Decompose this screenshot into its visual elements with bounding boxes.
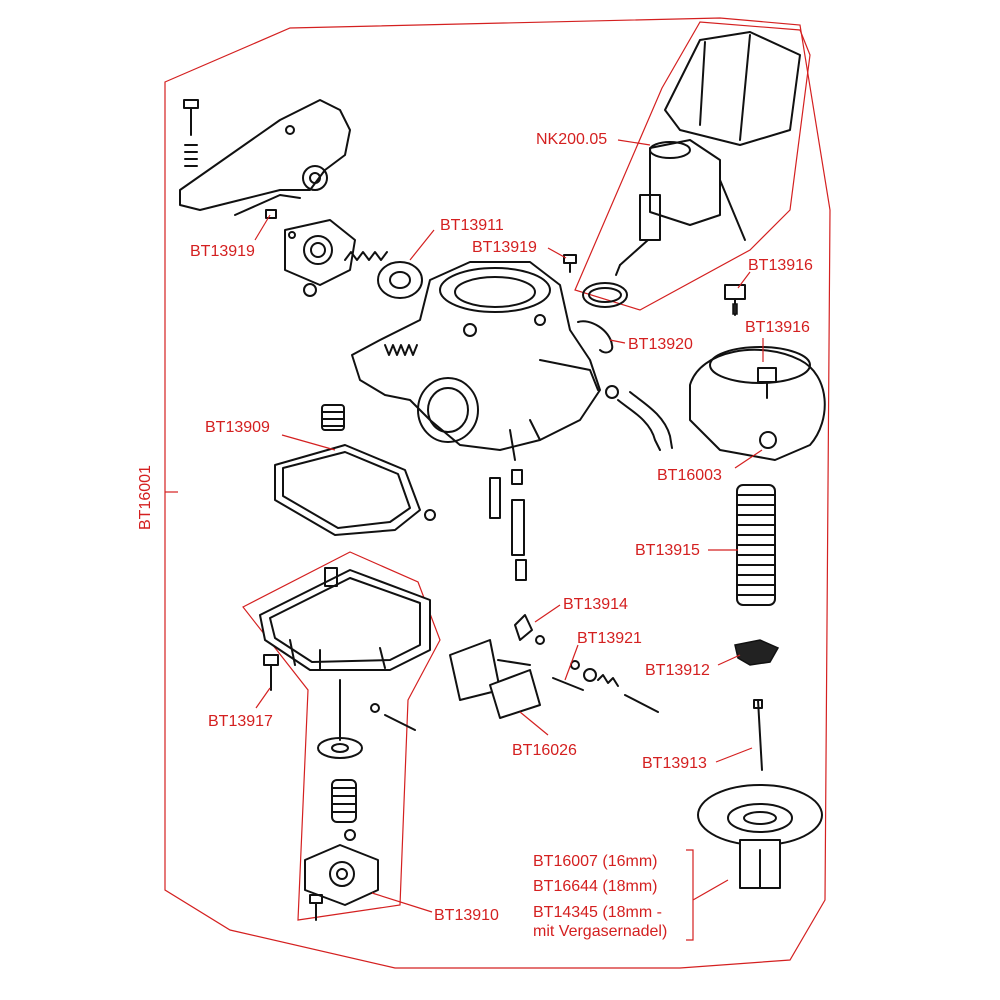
leader-bt13909 [281, 434, 336, 451]
leader-bt16026 [519, 711, 549, 736]
label-bt13911: BT13911 [440, 217, 504, 234]
bowl-screw-bt13917 [263, 654, 279, 691]
assembly-boundary [164, 17, 831, 969]
idle-screw [370, 703, 416, 731]
leader-bt13910 [371, 892, 433, 913]
carburetor-body [351, 261, 601, 461]
label-bt13920: BT13920 [628, 336, 693, 353]
label-bt14345-line2: mit Vergasernadel) [533, 923, 667, 940]
label-bt13916-a: BT13916 [748, 257, 813, 274]
leader-bt13916-a [737, 271, 751, 289]
leader-bt13920 [609, 339, 626, 344]
top-screw-bt13916-a [724, 284, 746, 316]
label-bt13910: BT13910 [434, 907, 499, 924]
clip-ring-bt13920 [577, 320, 614, 354]
label-bt16644: BT16644 (18mm) [533, 878, 658, 895]
label-bt13915: BT13915 [635, 542, 700, 559]
leader-bt13921 [564, 644, 579, 681]
leader-nk200-05 [617, 139, 651, 146]
label-bt13919-a: BT13919 [190, 243, 255, 260]
side-screw-bt13919 [563, 254, 577, 273]
leader-bt13913 [715, 747, 753, 763]
slide-spring-bt13915 [736, 484, 776, 606]
vacuum-cover-bt16003 [689, 346, 826, 461]
leader-bt13914 [534, 604, 561, 623]
leader-slide-bracket [686, 849, 729, 941]
throttle-bracket [179, 99, 351, 216]
float-bowl [259, 567, 431, 671]
leader-bt13917 [255, 687, 271, 709]
spring-small [321, 404, 345, 431]
bowl-gasket-bt13909 [274, 444, 436, 536]
float-bowl-boundary [242, 551, 441, 921]
float-valve-bt13914 [514, 614, 545, 645]
label-bt13917: BT13917 [208, 713, 273, 730]
leader-bt16003 [734, 449, 763, 469]
label-bt13914: BT13914 [563, 596, 628, 613]
label-bt16001: BT16001 [137, 465, 154, 530]
main-jet-parts [489, 469, 527, 581]
choke-o-ring [582, 282, 628, 308]
needle-clip-bt13912 [734, 639, 780, 666]
throttle-spring [344, 251, 388, 261]
label-bt13912: BT13912 [645, 662, 710, 679]
vent-hose [605, 385, 673, 451]
label-bt16007: BT16007 (16mm) [533, 853, 658, 870]
label-bt16026: BT16026 [512, 742, 577, 759]
label-bt13919-b: BT13919 [472, 239, 537, 256]
float-pin-bt13921 [552, 677, 584, 691]
diaphragm-bt13911 [377, 261, 423, 299]
label-bt13909: BT13909 [205, 419, 270, 436]
air-screw-parts [570, 660, 659, 713]
jet-needle-bt13913 [753, 699, 763, 771]
leader-bt13912 [717, 654, 741, 666]
choke-unit-nk200-05 [615, 31, 801, 276]
bracket-screw [183, 99, 199, 167]
label-bt13921: BT13921 [577, 630, 642, 647]
leader-bt13919-a [254, 214, 271, 241]
float-bt16026 [449, 639, 541, 719]
label-nk200-05: NK200.05 [536, 131, 607, 148]
label-bt14345-line1: BT14345 (18mm - [533, 904, 662, 921]
label-bt13913: BT13913 [642, 755, 707, 772]
label-bt13916-b: BT13916 [745, 319, 810, 336]
leader-bt13911 [409, 229, 435, 261]
choke-boundary [574, 21, 811, 311]
top-cover-plate [265, 209, 356, 297]
slide-piston [697, 784, 823, 889]
bowl-spring [331, 779, 357, 841]
label-bt16003: BT16003 [657, 467, 722, 484]
float-needle-rod [317, 679, 363, 759]
leader-bt13919-b [547, 247, 567, 259]
drain-plate-bt13910 [304, 844, 379, 921]
